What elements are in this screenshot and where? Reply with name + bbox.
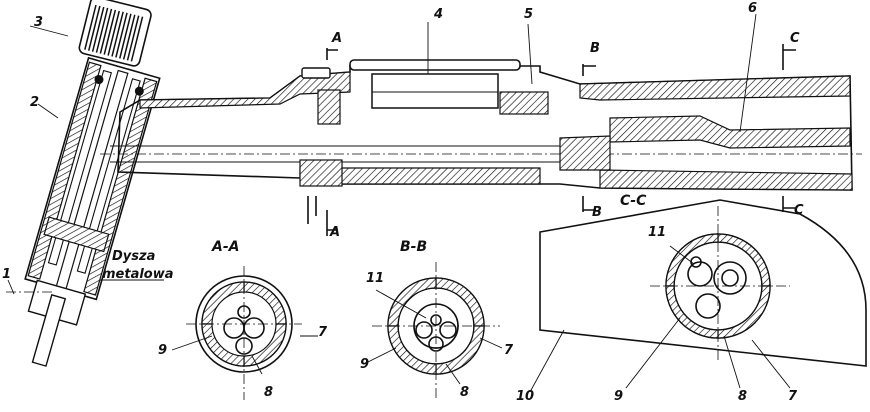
leader-lines bbox=[7, 13, 757, 295]
label-part-8-aa: 8 bbox=[264, 385, 274, 400]
cut-mark-c-top: C bbox=[790, 31, 800, 46]
label-part-11-cc: 11 bbox=[648, 225, 667, 240]
label-part-5: 5 bbox=[524, 7, 534, 22]
cut-mark-c-bottom: C bbox=[794, 203, 804, 218]
torch-body bbox=[100, 59, 862, 224]
section-cc-drawing bbox=[529, 199, 867, 393]
cut-mark-b-bottom: B bbox=[592, 205, 602, 220]
cut-mark-a-top: A bbox=[332, 31, 343, 46]
section-title-cc: C-C bbox=[620, 193, 647, 209]
label-part-7-cc: 7 bbox=[788, 389, 798, 404]
label-part-9-aa: 9 bbox=[158, 343, 168, 358]
label-part-8-cc: 8 bbox=[738, 389, 748, 404]
label-part-8-bb: 8 bbox=[460, 385, 470, 400]
label-part-9-bb: 9 bbox=[360, 357, 370, 372]
label-part-7-bb: 7 bbox=[504, 343, 514, 358]
label-part-3: 3 bbox=[34, 15, 44, 30]
label-part-1: 1 bbox=[2, 267, 12, 282]
label-nozzle-line2: metalowa bbox=[102, 267, 174, 282]
cut-mark-b-top: B bbox=[590, 41, 600, 56]
label-part-7-aa: 7 bbox=[318, 325, 328, 340]
label-part-11-bb: 11 bbox=[366, 271, 385, 286]
section-title-bb: B-B bbox=[400, 239, 428, 255]
nozzle-assembly bbox=[6, 0, 161, 367]
cut-markers bbox=[326, 44, 796, 236]
section-bb-drawing bbox=[367, 262, 503, 400]
label-nozzle-line1: Dysza bbox=[112, 249, 156, 264]
finned-cap bbox=[78, 0, 152, 67]
label-part-6: 6 bbox=[748, 1, 758, 16]
cut-mark-a-bottom: A bbox=[330, 225, 341, 240]
label-part-10: 10 bbox=[516, 389, 535, 404]
label-part-4: 4 bbox=[434, 7, 444, 22]
label-part-2: 2 bbox=[30, 95, 40, 110]
section-title-aa: A-A bbox=[212, 239, 240, 255]
section-aa-drawing bbox=[171, 266, 318, 400]
label-part-9-cc: 9 bbox=[614, 389, 624, 404]
